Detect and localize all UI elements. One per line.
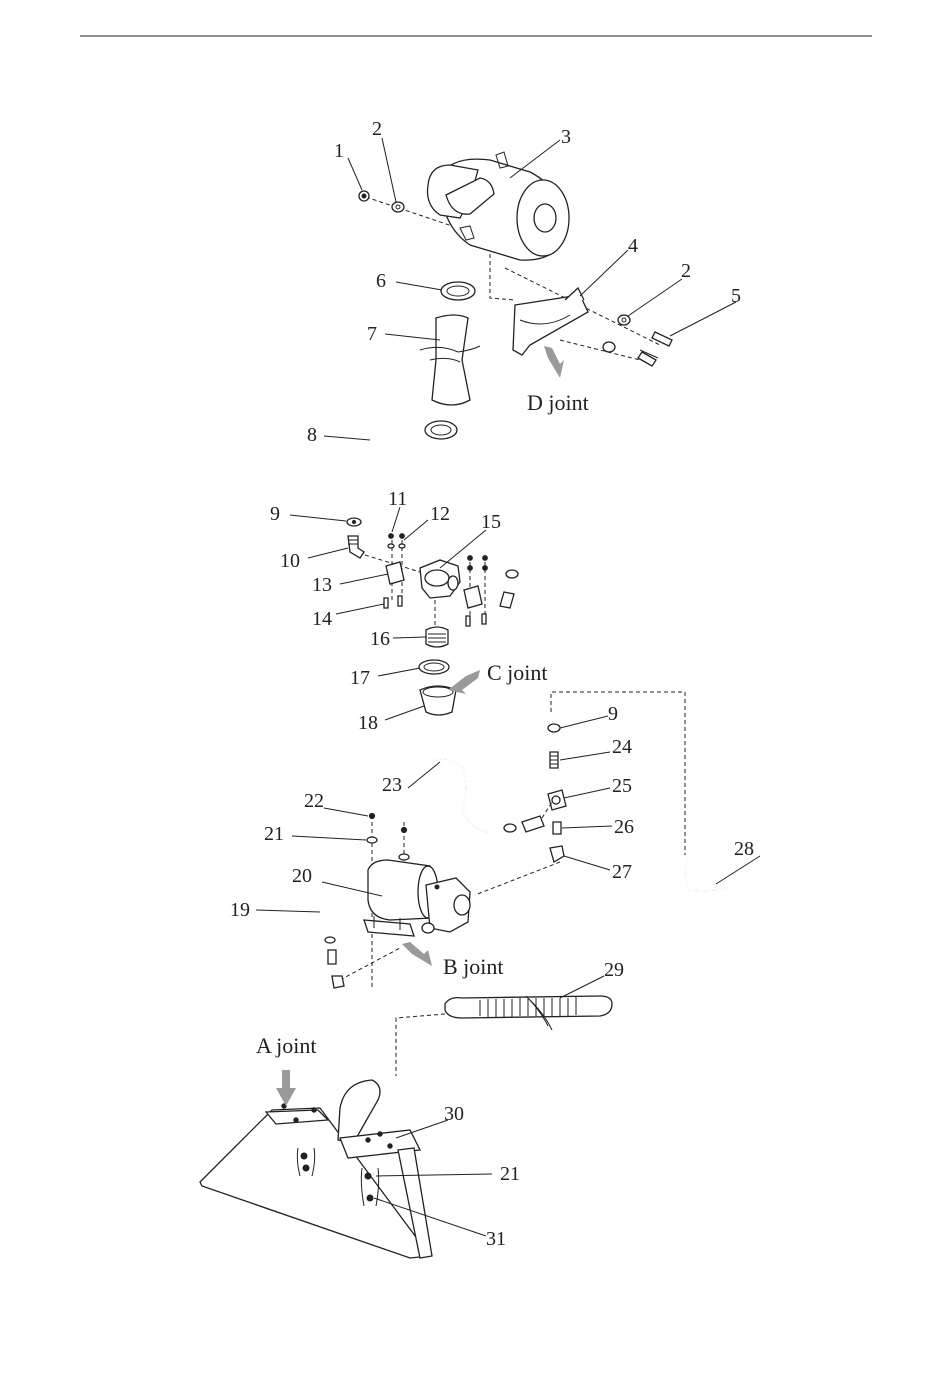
callout-15: 15 — [481, 511, 501, 533]
callout-7: 7 — [367, 323, 377, 345]
callout-29: 29 — [604, 959, 624, 981]
callout-2b: 2 — [681, 260, 691, 282]
callout-17: 17 — [350, 667, 370, 689]
b-joint-arrow — [402, 942, 432, 966]
callout-9b: 9 — [608, 703, 618, 725]
callout-9: 9 — [270, 503, 280, 525]
callout-30: 30 — [444, 1103, 464, 1125]
callout-13: 13 — [312, 574, 332, 596]
callout-24: 24 — [612, 736, 632, 758]
callout-2: 2 — [372, 118, 382, 140]
a-joint-label: A joint — [256, 1033, 317, 1058]
d-joint-label: D joint — [527, 390, 589, 415]
c-joint-label: C joint — [487, 660, 548, 685]
a-joint-arrow — [276, 1070, 296, 1106]
callout-18: 18 — [358, 712, 378, 734]
callout-22: 22 — [304, 790, 324, 812]
air-filter-assembly — [359, 152, 672, 439]
callout-26: 26 — [614, 816, 634, 838]
callout-4: 4 — [628, 235, 638, 257]
callout-5: 5 — [731, 285, 741, 307]
callout-27: 27 — [612, 861, 632, 883]
callout-10: 10 — [280, 550, 300, 572]
callout-21: 21 — [264, 823, 284, 845]
callout-3: 3 — [561, 126, 571, 148]
c-joint-arrow — [448, 670, 480, 694]
callout-8: 8 — [307, 424, 317, 446]
d-joint-arrow — [544, 346, 564, 378]
callout-31: 31 — [486, 1228, 506, 1250]
callout-28: 28 — [734, 838, 754, 860]
callout-12: 12 — [430, 503, 450, 525]
callout-16: 16 — [370, 628, 390, 650]
callout-20: 20 — [292, 865, 312, 887]
callout-21b: 21 — [500, 1163, 520, 1185]
callout-23: 23 — [382, 774, 402, 796]
callout-6: 6 — [376, 270, 386, 292]
callout-11: 11 — [388, 488, 407, 510]
callout-19: 19 — [230, 899, 250, 921]
pump-assembly — [291, 692, 728, 990]
callout-1: 1 — [334, 140, 344, 162]
callout-14: 14 — [312, 608, 332, 630]
b-joint-label: B joint — [443, 954, 504, 979]
leader-lines — [256, 138, 760, 1236]
callout-25: 25 — [612, 775, 632, 797]
